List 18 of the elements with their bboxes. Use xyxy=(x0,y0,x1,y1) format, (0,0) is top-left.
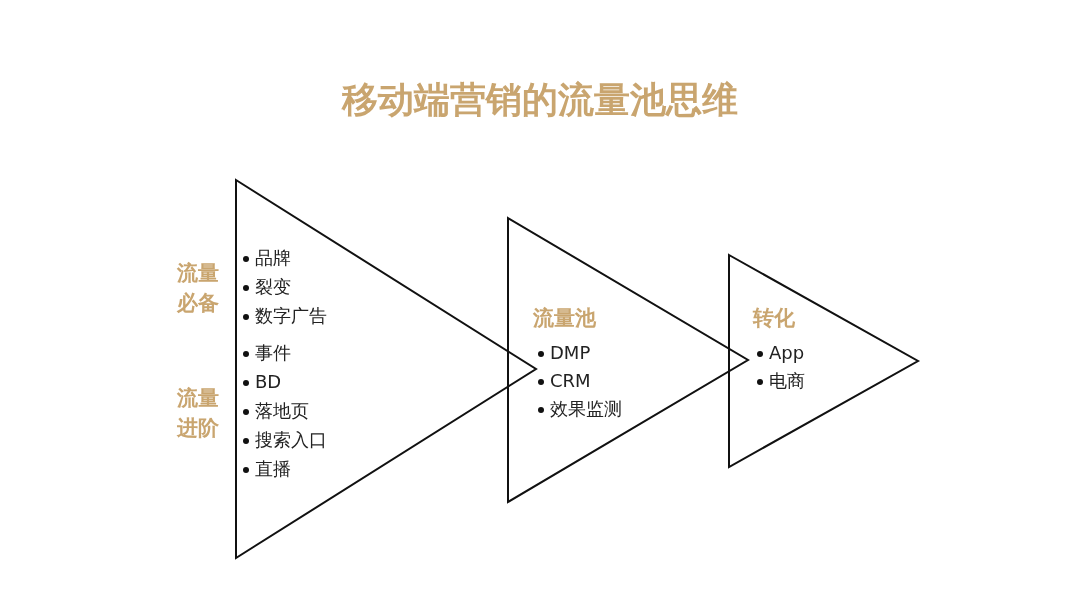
side-label: 流量必备 xyxy=(177,260,220,317)
list-item: DMP xyxy=(550,341,591,365)
list-item: 落地页 xyxy=(255,399,309,423)
list-item: 效果监测 xyxy=(550,397,622,421)
list-item: BD xyxy=(255,370,282,394)
side-label: 流量进阶 xyxy=(177,385,220,442)
list-item: 数字广告 xyxy=(255,304,327,328)
list-item: 品牌 xyxy=(255,246,291,270)
list-item: CRM xyxy=(550,369,591,393)
list-item: 事件 xyxy=(255,341,291,365)
list-item: 裂变 xyxy=(255,275,291,299)
list-item: 电商 xyxy=(769,369,805,393)
heading: 流量池 xyxy=(533,305,596,331)
list-item: 直播 xyxy=(255,457,291,481)
list-item: App xyxy=(769,341,805,365)
heading: 转化 xyxy=(753,305,795,331)
list-item: 搜索入口 xyxy=(255,428,327,452)
title: 移动端营销的流量池思维 xyxy=(340,78,739,122)
